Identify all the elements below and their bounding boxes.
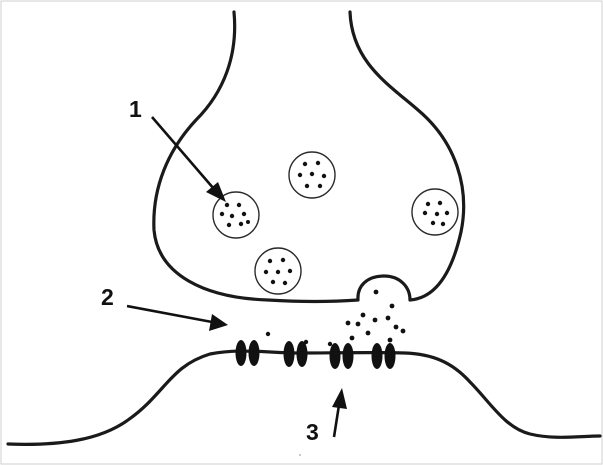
- receptor-4: [372, 343, 396, 369]
- receptor-3: [330, 343, 354, 369]
- label-2: 2: [101, 284, 114, 310]
- vesicle-2: [289, 152, 335, 198]
- speck: [299, 454, 301, 456]
- label-3: 3: [306, 419, 319, 445]
- vesicle-3: [412, 189, 458, 235]
- arrow-3: [332, 388, 347, 437]
- receptor-1: [236, 340, 260, 366]
- arrow-2: [127, 306, 228, 331]
- label-1: 1: [129, 96, 142, 122]
- released-neurotransmitter: [266, 290, 406, 347]
- vesicle-4: [255, 248, 301, 294]
